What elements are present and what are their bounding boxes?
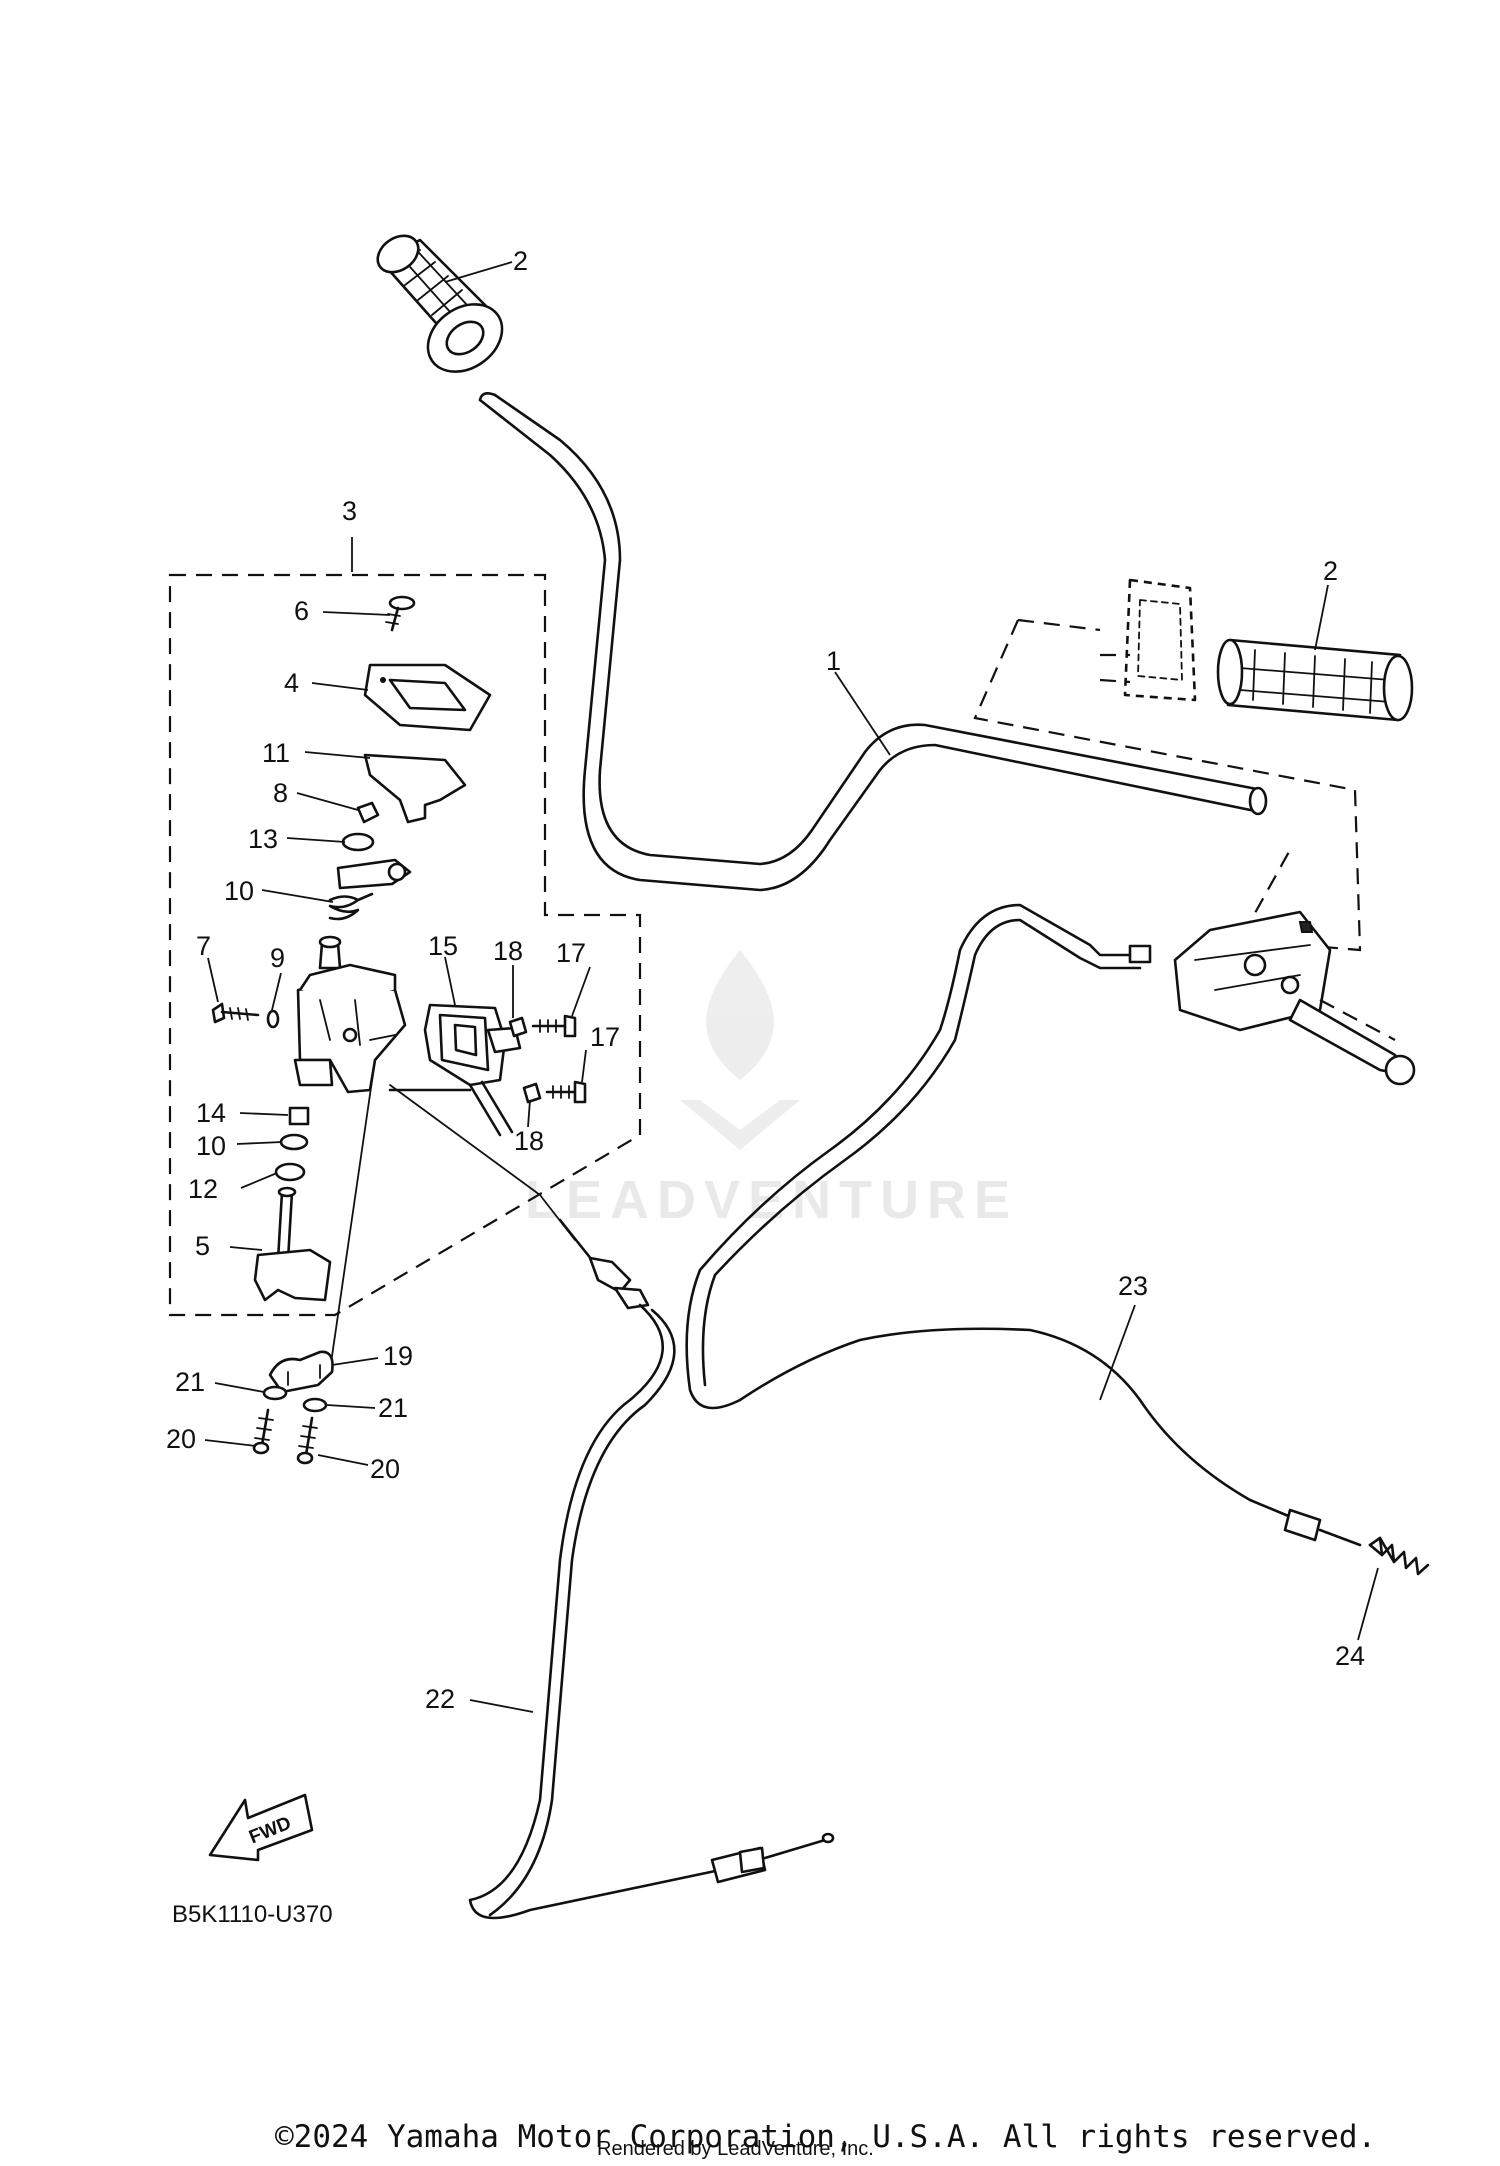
bolt-17-lower[interactable] — [545, 1080, 587, 1104]
grip-right[interactable] — [1216, 638, 1414, 722]
callout-2-left: 2 — [513, 246, 528, 276]
brake-lever-assembly[interactable] — [1173, 910, 1416, 1086]
clamp-19[interactable] — [268, 1350, 334, 1394]
callout-9: 9 — [270, 943, 285, 973]
callout-14: 13 — [248, 824, 278, 854]
washer-14[interactable] — [341, 832, 375, 852]
bolt-20-left[interactable] — [252, 1408, 274, 1455]
leader-lines — [204, 261, 1379, 1713]
callout-18-lower: 18 — [514, 1126, 544, 1156]
cover-4[interactable] — [363, 663, 492, 732]
callout-17-upper: 17 — [556, 938, 586, 968]
callout-3: 3 — [342, 496, 357, 526]
cable-routing-line-lower — [329, 1059, 376, 1371]
callout-13: 12 — [188, 1174, 218, 1204]
screw-7[interactable] — [211, 1002, 260, 1024]
callout-4: 4 — [284, 668, 299, 698]
callout-7: 7 — [196, 931, 211, 961]
nut-8[interactable] — [356, 801, 380, 824]
callout-18-upper: 18 — [493, 936, 523, 966]
washer-13[interactable] — [274, 1162, 306, 1182]
callout-8: 8 — [273, 778, 288, 808]
washer-21-right[interactable] — [302, 1397, 328, 1413]
brake-cable-23[interactable] — [685, 903, 1362, 1547]
bushing[interactable] — [318, 935, 342, 970]
nut-18-upper[interactable] — [508, 1016, 528, 1038]
callout-24: 24 — [1335, 1641, 1365, 1671]
screw-6[interactable] — [385, 595, 416, 632]
callout-20-right: 20 — [370, 1454, 400, 1484]
callout-22: 22 — [425, 1684, 455, 1714]
gasket-12[interactable] — [363, 753, 467, 824]
callout-2-right: 2 — [1323, 556, 1338, 586]
washer-10[interactable] — [279, 1133, 309, 1151]
throttle-shaft-5[interactable] — [253, 1186, 332, 1302]
throttle-arm[interactable] — [336, 858, 412, 890]
callout-19: 19 — [383, 1341, 413, 1371]
watermark-text: LEADVENTURE — [525, 1170, 1018, 1230]
callout-10: 10 — [196, 1131, 226, 1161]
callout-15: 14 — [196, 1098, 226, 1128]
switch-16[interactable] — [388, 1003, 522, 1137]
copyright-notice: ©2024 Yamaha Motor Corporation, U.S.A. A… — [275, 2119, 1376, 2155]
callout-12: 11 — [262, 738, 290, 768]
callout-23: 23 — [1118, 1271, 1148, 1301]
bushing-15[interactable] — [288, 1106, 310, 1126]
bolt-17-upper[interactable] — [531, 1014, 577, 1038]
callout-16: 15 — [428, 931, 458, 961]
assembly-boundary — [168, 573, 642, 1317]
callout-1: 1 — [826, 646, 841, 676]
grip-left[interactable] — [371, 228, 515, 385]
throttle-cable-22[interactable] — [468, 1218, 835, 1920]
drawing-code: B5K1110-U370 — [172, 1901, 333, 1928]
nut-18-lower[interactable] — [522, 1082, 542, 1104]
watermark-logo — [680, 950, 800, 1150]
callout-labels: 2 2 1 3 6 4 11 8 13 10 7 9 15 18 17 17 1… — [166, 246, 1365, 1714]
rendered-by-credit: Rendered by LeadVenture, Inc. — [597, 2138, 874, 2160]
callout-20-left: 20 — [166, 1424, 196, 1454]
callout-21-right: 21 — [378, 1393, 408, 1423]
callout-5: 5 — [195, 1231, 210, 1261]
washer-21-left[interactable] — [262, 1385, 288, 1401]
handlebar[interactable] — [478, 392, 1268, 892]
collar-9[interactable] — [266, 1009, 280, 1029]
bolt-20-right[interactable] — [296, 1416, 318, 1465]
callout-21-left: 21 — [175, 1367, 205, 1397]
fwd-direction-badge: FWD — [208, 1793, 314, 1862]
spring-24[interactable] — [1368, 1536, 1430, 1576]
callout-17-lower: 17 — [590, 1022, 620, 1052]
spring-11[interactable] — [328, 892, 374, 921]
callout-6: 6 — [294, 596, 309, 626]
throttle-housing[interactable] — [293, 963, 407, 1094]
callout-11: 10 — [224, 876, 254, 906]
